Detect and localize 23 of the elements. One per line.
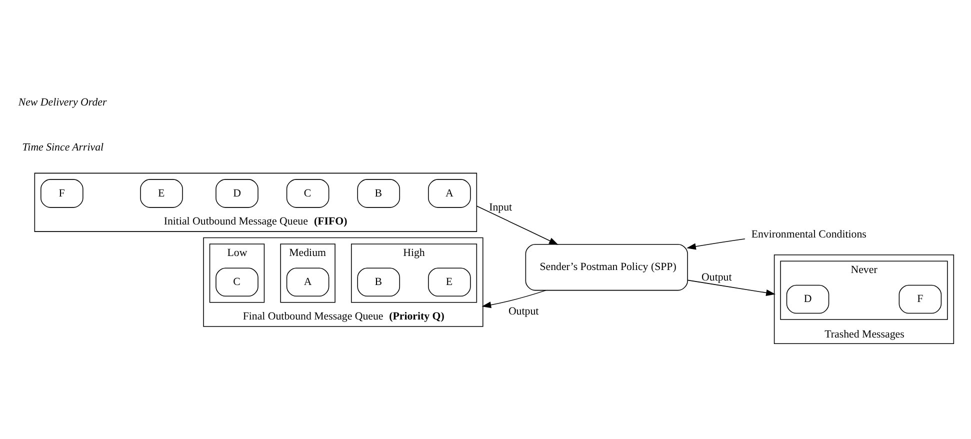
node-box: B [356, 179, 400, 208]
node-box: E [428, 268, 470, 297]
label: Time Since Arrival [22, 141, 104, 154]
edge-label: Input [488, 202, 512, 214]
node-box: A [286, 268, 329, 297]
node-box: D [786, 284, 829, 314]
edge-label: Output [701, 272, 732, 284]
label: New Delivery Order [18, 96, 106, 108]
node-box: D [215, 179, 258, 208]
node-box: Sender’s Postman Policy (SPP) [524, 244, 688, 291]
node-box: F [898, 284, 942, 314]
node-box: E [140, 179, 182, 208]
node-box: B [356, 268, 400, 297]
node-box: F [40, 179, 83, 208]
edge-label: Output [508, 305, 538, 318]
node-text: Environmental Conditions [750, 228, 866, 241]
arrow [481, 290, 546, 308]
arrow [686, 238, 745, 250]
node-box: C [286, 179, 329, 208]
arrow [476, 206, 558, 245]
arrow [686, 280, 775, 296]
node-box: C [215, 268, 258, 297]
node-box: A [428, 179, 470, 208]
